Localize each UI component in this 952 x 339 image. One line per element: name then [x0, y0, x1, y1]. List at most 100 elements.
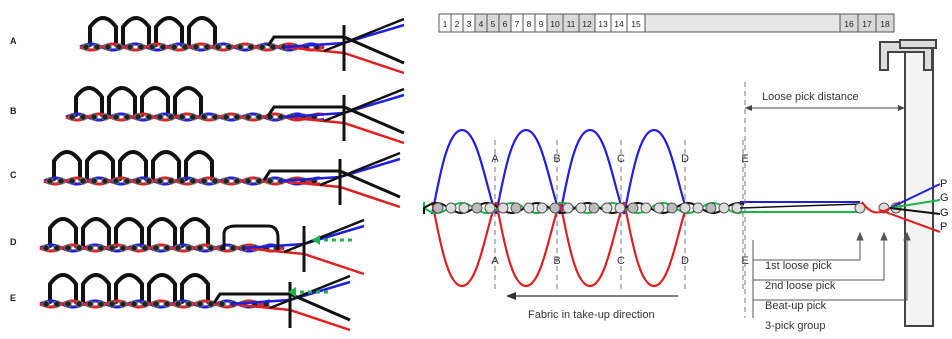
loose-pick-distance: Loose pick distance	[744, 82, 906, 318]
weft-dot	[174, 300, 182, 308]
scale-cell-17: 17	[857, 13, 877, 33]
weft-dot	[79, 177, 87, 185]
green-arrow-head	[312, 235, 320, 245]
scale-cell-13: 13	[594, 13, 612, 33]
scale-cell-10: 10	[546, 13, 564, 33]
scale-cell-2: 2	[450, 13, 464, 33]
weft-dot	[53, 300, 61, 308]
weft-dot	[119, 300, 127, 308]
scale-cell-1: 1	[438, 13, 452, 33]
scale-cell-12: 12	[578, 13, 596, 33]
pick-label-2: 2nd loose pick	[765, 280, 836, 292]
scale-cell-label: 4	[479, 19, 484, 29]
weft-dot	[152, 244, 160, 252]
weft-dot	[108, 300, 116, 308]
scale-cell-label: 15	[631, 19, 641, 29]
weft-dot	[75, 244, 83, 252]
weft-dot	[536, 202, 548, 214]
pick-label-1: 1st loose pick	[765, 260, 832, 272]
loose-pick-distance-label: Loose pick distance	[762, 91, 859, 103]
weft-dot	[510, 202, 522, 214]
black-pick	[262, 169, 401, 199]
black-pick-2	[323, 17, 405, 53]
loop-label-bottom: B	[553, 255, 560, 267]
black-pick-2	[319, 151, 401, 187]
weft-dot	[101, 177, 109, 185]
weft-dot	[277, 113, 285, 121]
scale-cell-label: 12	[582, 19, 592, 29]
weft-dot	[203, 43, 211, 51]
weft-dot	[130, 244, 138, 252]
weft-dot	[562, 202, 574, 214]
weft-dot	[97, 244, 105, 252]
pick-callouts	[752, 231, 911, 318]
weft-dot	[185, 300, 193, 308]
weft-dot	[588, 202, 600, 214]
weft-dot	[159, 43, 167, 51]
row-label: C	[10, 170, 17, 180]
scale-cell-5: 5	[486, 13, 500, 33]
weft-dot	[225, 43, 233, 51]
weft-dot	[196, 300, 204, 308]
weft-dot	[42, 300, 50, 308]
weft-dot	[42, 244, 50, 252]
scale-cell-label: 16	[844, 19, 854, 29]
scale-cell-label: 3	[467, 19, 472, 29]
weft-dot	[211, 113, 219, 121]
weft-dot	[258, 43, 266, 51]
weft-dot	[123, 177, 131, 185]
weft-dot	[269, 43, 277, 51]
weft-dot	[53, 244, 61, 252]
weft-dot	[64, 300, 72, 308]
scale-cell-label: 17	[862, 19, 872, 29]
weft-dot	[134, 113, 142, 121]
black-pick	[266, 105, 405, 135]
weft-dot	[148, 43, 156, 51]
red-loops	[430, 201, 690, 288]
loop-pile	[74, 86, 203, 117]
row-label: D	[10, 237, 17, 247]
row-a: A	[10, 16, 405, 75]
weft-dot	[189, 177, 197, 185]
scale-cell-8: 8	[522, 13, 536, 33]
weft-dot	[189, 113, 197, 121]
loop-label-bottom: D	[681, 255, 689, 267]
weft-dot	[178, 113, 186, 121]
weft-dot	[233, 177, 241, 185]
scale-cell-label: 9	[539, 19, 544, 29]
weft-dot	[178, 177, 186, 185]
weft-dot	[163, 244, 171, 252]
weft-dot	[75, 300, 83, 308]
loop-pile	[48, 273, 210, 304]
row-e: E	[10, 273, 351, 332]
scale-cell-7: 7	[510, 13, 524, 33]
weft-dot	[141, 300, 149, 308]
scale-cell-box	[875, 13, 895, 33]
scale-cell-label: 1	[443, 19, 448, 29]
edge-label-g-bottom: G	[940, 207, 949, 219]
weft-dot	[185, 244, 193, 252]
weft-dot	[93, 43, 101, 51]
weft-dot	[229, 244, 237, 252]
weft-dot	[640, 202, 652, 214]
weft-dot	[233, 113, 241, 121]
black-tail	[739, 203, 861, 212]
scale-cell-label: 11	[567, 19, 576, 29]
fabric-direction-label: Fabric in take-up direction	[528, 309, 655, 321]
edge-label-p-top: P	[940, 178, 947, 190]
pick-dot	[854, 202, 866, 214]
weft-dot	[247, 43, 255, 51]
green-shed	[889, 199, 941, 209]
weft-dot	[692, 202, 704, 214]
weft-dot	[549, 202, 561, 214]
scale-cell-label: 13	[598, 19, 608, 29]
weft-dot	[79, 113, 87, 121]
fabric-direction: Fabric in take-up direction	[506, 292, 678, 321]
scale-cell-label: 14	[614, 19, 624, 29]
weft-dot	[156, 113, 164, 121]
row-label: E	[10, 293, 16, 303]
weft-dot	[627, 202, 639, 214]
weft-dot	[104, 43, 112, 51]
weft-dot	[705, 202, 717, 214]
